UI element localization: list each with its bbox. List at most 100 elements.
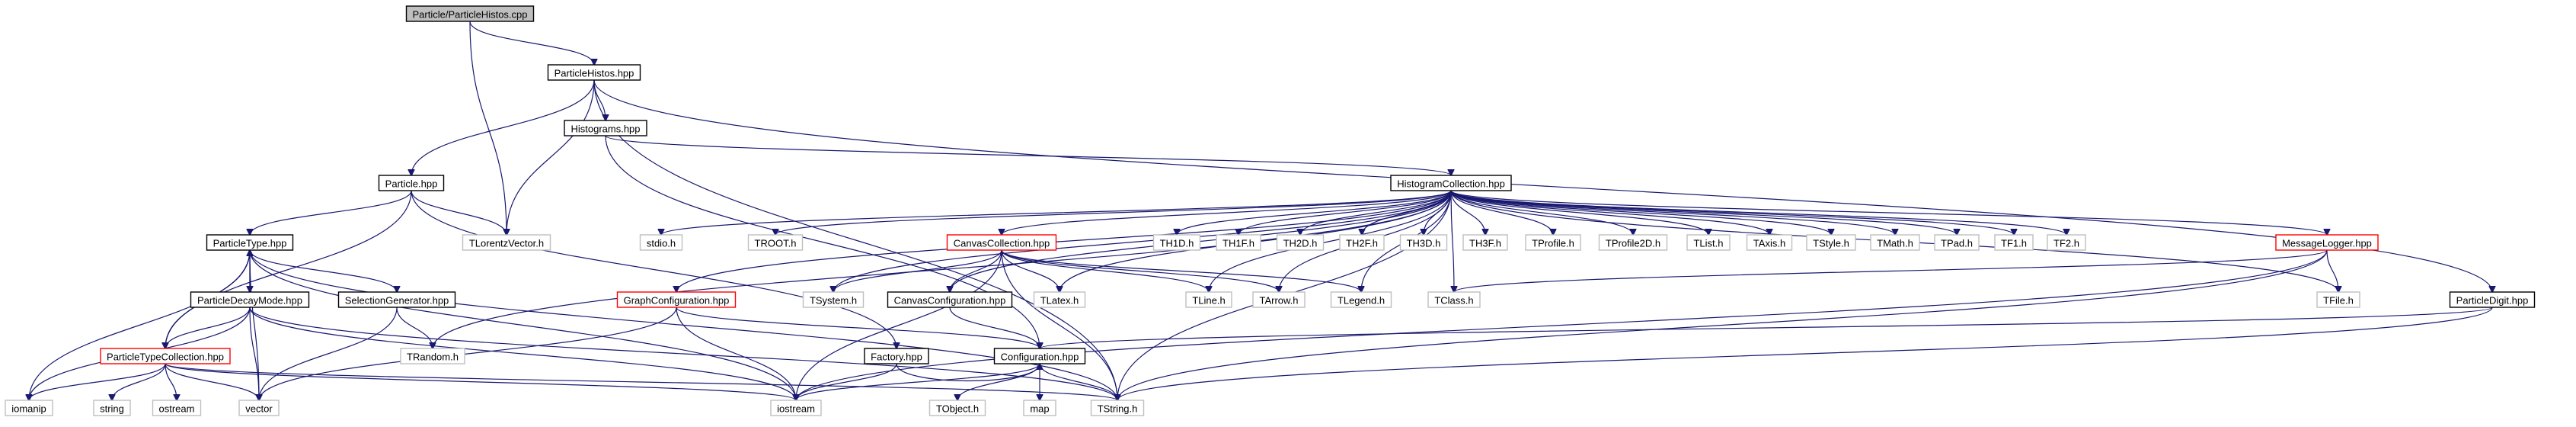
edge-histogramcollection_hpp-to-trandom_h — [433, 190, 1452, 348]
node-canvascollection-hpp[interactable]: CanvasCollection.hpp — [946, 234, 1057, 251]
node-messagelogger-hpp[interactable]: MessageLogger.hpp — [2275, 234, 2379, 251]
edge-particletype_hpp-to-iostream — [249, 249, 796, 400]
node-taxis-h: TAxis.h — [1746, 234, 1793, 251]
node-label: ostream — [159, 403, 195, 415]
node-tarrow-h: TArrow.h — [1252, 291, 1306, 308]
node-box — [564, 120, 647, 136]
node-box — [1399, 234, 1448, 251]
node-string: string — [93, 400, 131, 416]
edge-particle_hpp-to-tlorentzvector_h — [411, 190, 507, 235]
node-label: TLegend.h — [1338, 295, 1385, 307]
edge-particledigit_hpp-to-tstring_h — [1117, 307, 2493, 400]
node-box — [1276, 234, 1325, 251]
node-label: vector — [245, 403, 273, 415]
edge-particledecaymode_hpp-to-iostream — [249, 307, 796, 400]
node-label: ParticleTypeCollection.hpp — [107, 352, 224, 363]
node-box — [93, 400, 131, 416]
node-histogramcollection-hpp[interactable]: HistogramCollection.hpp — [1390, 175, 1512, 191]
node-iostream: iostream — [770, 400, 822, 416]
node-box — [337, 291, 456, 308]
edge-canvasconfiguration_hpp-to-configuration_hpp — [949, 307, 1040, 348]
node-label: TPad.h — [1941, 238, 1973, 249]
node-label: HistogramCollection.hpp — [1397, 178, 1505, 190]
node-label: TRandom.h — [407, 352, 459, 363]
edge-particledigit_hpp-to-configuration_hpp — [1040, 307, 2493, 348]
edge-particledecaymode_hpp-to-tstring_h — [249, 307, 1117, 400]
node-box — [1462, 234, 1508, 251]
node-particle-histos-cpp[interactable]: Particle/ParticleHistos.cpp — [405, 5, 535, 22]
node-label: Factory.hpp — [871, 352, 922, 363]
node-configuration-hpp[interactable]: Configuration.hpp — [993, 348, 1086, 364]
node-box — [1686, 234, 1731, 251]
node-tf1-h: TF1.h — [1994, 234, 2034, 251]
edge-graphconfiguration_hpp-to-iostream — [676, 307, 796, 400]
edge-particle_hpp-to-factory_hpp — [411, 190, 896, 348]
edge-graphconfiguration_hpp-to-configuration_hpp — [676, 307, 1040, 348]
node-tlorentzvector-h: TLorentzVector.h — [462, 234, 551, 251]
edge-histogramcollection_hpp-to-tprofile2d_h — [1450, 190, 1633, 235]
node-th3f-h: TH3F.h — [1462, 234, 1508, 251]
node-label: TMath.h — [1877, 238, 1913, 249]
node-tlatex-h: TLatex.h — [1033, 291, 1086, 308]
node-label: TFile.h — [2323, 295, 2354, 307]
node-label: TString.h — [1098, 403, 1138, 415]
node-box — [1023, 400, 1056, 416]
node-tlist-h: TList.h — [1686, 234, 1731, 251]
node-label: TStyle.h — [1813, 238, 1849, 249]
node-label: TAxis.h — [1753, 238, 1785, 249]
node-label: TROOT.h — [755, 238, 797, 249]
node-graphconfiguration-hpp[interactable]: GraphConfiguration.hpp — [616, 291, 737, 308]
node-factory-hpp[interactable]: Factory.hpp — [864, 348, 929, 364]
edge-messagelogger_hpp-to-tclass_h — [1454, 249, 2328, 292]
node-box — [152, 400, 202, 416]
node-label: TF1.h — [2001, 238, 2027, 249]
node-label: TProfile.h — [1532, 238, 1574, 249]
node-label: Histograms.hpp — [570, 124, 640, 135]
node-canvasconfiguration-hpp[interactable]: CanvasConfiguration.hpp — [887, 291, 1013, 308]
edge-particle_histos_hpp-to-particle_hpp — [411, 79, 595, 175]
node-label: Particle.hpp — [385, 178, 438, 190]
edge-histogramcollection_hpp-to-canvascollection_hpp — [1002, 190, 1452, 235]
edge-particletype_hpp-to-vector — [249, 249, 259, 400]
node-box — [1339, 234, 1385, 251]
node-box — [616, 291, 737, 308]
edge-histograms_hpp-to-configuration_hpp — [605, 135, 1040, 348]
node-label: TLorentzVector.h — [469, 238, 544, 249]
node-tmath-h: TMath.h — [1870, 234, 1920, 251]
node-tprofile2d-h: TProfile2D.h — [1598, 234, 1668, 251]
node-label: TF2.h — [2053, 238, 2079, 249]
node-particle-histos-hpp[interactable]: ParticleHistos.hpp — [547, 64, 641, 81]
node-box — [547, 64, 641, 81]
node-box — [378, 175, 445, 191]
node-box — [1746, 234, 1793, 251]
edge-selectiongenerator_hpp-to-vector — [259, 307, 398, 400]
node-th1f-h: TH1F.h — [1216, 234, 1261, 251]
node-label: ParticleDecayMode.hpp — [197, 295, 302, 307]
node-box — [770, 400, 822, 416]
node-ostream: ostream — [152, 400, 202, 416]
node-particledecaymode-hpp[interactable]: ParticleDecayMode.hpp — [190, 291, 310, 308]
node-box — [1330, 291, 1392, 308]
node-box — [1216, 234, 1261, 251]
node-particletype-hpp[interactable]: ParticleType.hpp — [206, 234, 294, 251]
edge-canvascollection_hpp-to-iostream — [796, 249, 1002, 400]
node-label: string — [100, 403, 124, 415]
node-iomanip: iomanip — [5, 400, 53, 416]
node-label: SelectionGenerator.hpp — [345, 295, 449, 307]
edge-particle_histos_hpp-to-tstring_h — [593, 79, 1117, 400]
edge-histogramcollection_hpp-to-tlist_h — [1450, 190, 1708, 235]
edge-canvascollection_hpp-to-tlatex_h — [1001, 249, 1059, 292]
node-tprofile-h: TProfile.h — [1525, 234, 1581, 251]
node-box — [946, 234, 1057, 251]
edge-histogramcollection_hpp-to-messagelogger_hpp — [1450, 190, 2327, 235]
edge-histogramcollection_hpp-to-tpad_h — [1450, 190, 1957, 235]
edge-histogramcollection_hpp-to-th2f_h — [1362, 190, 1452, 235]
edge-configuration_hpp-to-iostream — [796, 363, 1040, 400]
node-particledigit-hpp[interactable]: ParticleDigit.hpp — [2449, 291, 2536, 308]
node-particletypecollection-hpp[interactable]: ParticleTypeCollection.hpp — [100, 348, 231, 364]
edge-canvascollection_hpp-to-canvasconfiguration_hpp — [950, 249, 1002, 292]
node-histograms-hpp[interactable]: Histograms.hpp — [564, 120, 647, 136]
node-box — [5, 400, 53, 416]
node-selectiongenerator-hpp[interactable]: SelectionGenerator.hpp — [337, 291, 456, 308]
node-particle-hpp[interactable]: Particle.hpp — [378, 175, 445, 191]
